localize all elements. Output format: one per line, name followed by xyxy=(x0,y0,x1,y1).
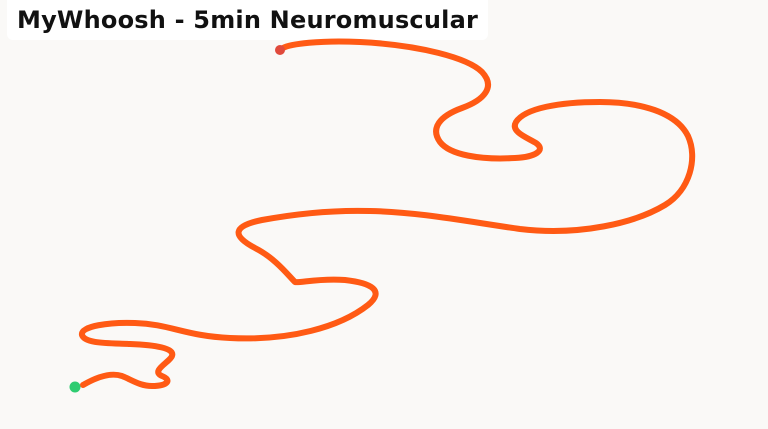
route-end-marker xyxy=(275,45,285,55)
title-card: MyWhoosh - 5min Neuromuscular xyxy=(7,0,489,40)
page-title: MyWhoosh - 5min Neuromuscular xyxy=(17,6,479,34)
route-line xyxy=(79,38,696,389)
route-start-marker xyxy=(69,381,81,393)
